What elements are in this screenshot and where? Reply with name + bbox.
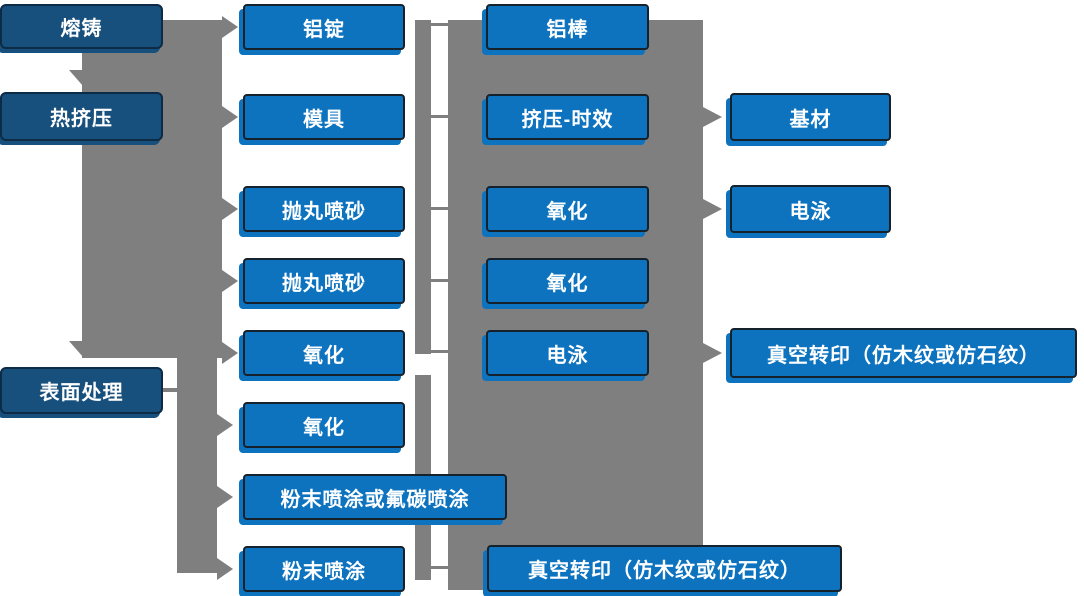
node-melting-casting: 熔铸 bbox=[0, 4, 163, 49]
node-powder-or-fluorocarbon-coating: 粉末喷涂或氟碳喷涂 bbox=[243, 474, 507, 520]
arrow-to-oxidation-1 bbox=[222, 342, 238, 364]
connector-surface-stub bbox=[163, 388, 179, 392]
arrow-down-to-surface-treatment bbox=[69, 341, 97, 357]
node-shot-blasting-2: 抛丸喷砂 bbox=[243, 258, 405, 304]
arrow-to-shot-blasting-2 bbox=[222, 270, 238, 292]
connector-link-row1 bbox=[429, 23, 449, 26]
arrow-to-electrophoresis-right bbox=[703, 199, 722, 219]
arrow-down-to-hot-extrusion bbox=[69, 70, 97, 86]
connector-trunk-main bbox=[82, 20, 222, 358]
arrow-to-powder-or-fluorocarbon bbox=[217, 486, 233, 508]
node-oxidation-2: 氧化 bbox=[243, 402, 405, 448]
connector-branch-bar-surface bbox=[177, 352, 217, 573]
node-electrophoresis-mid: 电泳 bbox=[486, 330, 649, 376]
node-vacuum-transfer-bottom: 真空转印（仿木纹或仿石纹） bbox=[487, 545, 842, 592]
arrow-to-shot-blasting-1 bbox=[222, 198, 238, 220]
node-shot-blasting-1: 抛丸喷砂 bbox=[243, 186, 405, 232]
connector-link-row5 bbox=[429, 350, 449, 353]
node-surface-treatment: 表面处理 bbox=[0, 367, 163, 414]
connector-link-row4 bbox=[429, 279, 449, 282]
node-oxidation-1: 氧化 bbox=[243, 330, 405, 376]
node-vacuum-transfer-right: 真空转印（仿木纹或仿石纹） bbox=[730, 328, 1077, 378]
connector-mid-bar-upper bbox=[415, 20, 431, 354]
arrow-to-mold bbox=[222, 106, 238, 128]
arrow-to-vacuum-transfer-right bbox=[703, 343, 722, 363]
arrow-to-aluminum-ingot bbox=[222, 16, 238, 38]
node-electrophoresis-right: 电泳 bbox=[730, 185, 891, 233]
connector-link-row8 bbox=[429, 566, 449, 569]
arrow-to-oxidation-2 bbox=[217, 414, 233, 436]
arrow-to-base-material bbox=[703, 107, 722, 127]
node-extrusion-aging: 挤压-时效 bbox=[486, 94, 649, 140]
node-aluminum-ingot: 铝锭 bbox=[243, 4, 405, 50]
node-mold: 模具 bbox=[243, 94, 405, 140]
connector-link-row3 bbox=[429, 207, 449, 210]
connector-link-row2 bbox=[429, 115, 449, 118]
node-powder-coating: 粉末喷涂 bbox=[243, 546, 405, 592]
node-aluminum-rod: 铝棒 bbox=[486, 4, 649, 50]
node-hot-extrusion: 热挤压 bbox=[0, 92, 163, 141]
node-oxidation-4: 氧化 bbox=[486, 258, 649, 304]
node-base-material: 基材 bbox=[730, 93, 891, 141]
arrow-to-powder-coating bbox=[217, 558, 233, 580]
node-oxidation-3: 氧化 bbox=[486, 186, 649, 232]
